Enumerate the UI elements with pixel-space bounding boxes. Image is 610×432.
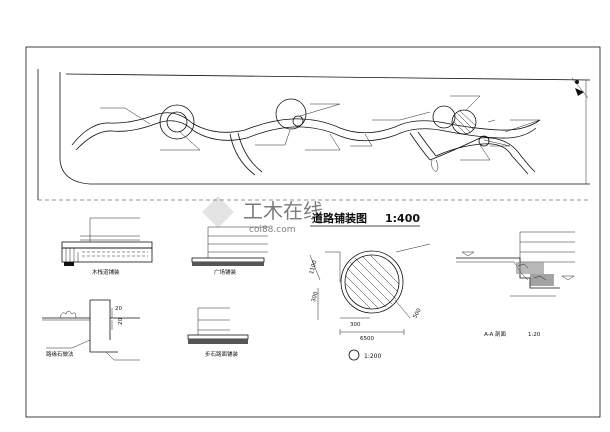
wood-deck <box>61 241 153 249</box>
stepping-base <box>188 339 248 344</box>
detail-wood-trestle: 木栈道铺装 <box>61 217 153 276</box>
circle-dim-bottom: 300 <box>350 322 361 328</box>
section-label: A-A 剖面 <box>484 330 507 338</box>
circle-caption-symbol <box>348 349 360 361</box>
section-level-mark-1 <box>461 251 475 257</box>
plant-icon <box>59 310 77 319</box>
wood-trestle-label: 木栈道铺装 <box>92 268 120 276</box>
section-scale: 1:20 <box>528 332 541 338</box>
plan-node-3 <box>432 105 456 129</box>
circle-dim-r2: 300 <box>311 291 320 303</box>
section-profile <box>456 257 560 289</box>
detail-curb: 20 20 路缘石做法 <box>42 299 140 361</box>
plan-view <box>37 69 591 201</box>
path-branch-2 <box>409 131 437 161</box>
plan-node-4 <box>451 109 477 135</box>
detail-section: A-A 剖面 1:20 <box>456 231 575 338</box>
circle-dim-total: 6500 <box>360 336 374 342</box>
path-branch-loop <box>431 159 439 173</box>
detail-plaza: 广场铺装 <box>191 226 268 276</box>
circle-caption-scale: 1:200 <box>364 353 381 360</box>
watermark-logo-icon <box>202 196 234 228</box>
path-edge-lower <box>75 120 537 151</box>
path-branch-3 <box>429 137 536 173</box>
circle-dim-r1: 1100 <box>309 259 319 275</box>
circle-outer <box>340 250 404 314</box>
detail-circle: 1100 300 300 500 6500 1:200 <box>309 243 431 361</box>
plan-title: 道路铺装图 <box>312 211 367 225</box>
watermark-text: 工木在线 <box>243 199 323 223</box>
watermark-subtext: coi88.com <box>249 225 296 235</box>
plan-scale: 1:400 <box>385 212 420 225</box>
plan-node-1-outer <box>159 104 195 140</box>
plan-inner-boundary <box>59 72 590 185</box>
detail-stepping: 步石路面铺装 <box>187 307 249 358</box>
plan-leaders <box>100 95 541 161</box>
stepping-label: 步石路面铺装 <box>205 350 239 358</box>
plan-node-4-hatch <box>452 110 477 135</box>
plaza-base <box>192 262 264 266</box>
plan-node-1-inner <box>166 111 188 133</box>
section-gravel <box>516 262 554 286</box>
circle-dim-diag: 500 <box>412 307 423 320</box>
north-arrow-icon <box>571 77 589 99</box>
curb-dim-side: 20 <box>118 318 124 325</box>
path-edge-upper <box>71 112 541 146</box>
plan-node-2-inner <box>292 115 304 127</box>
plaza-surface <box>191 257 265 263</box>
watermark: 工木在线 coi88.com <box>202 196 323 235</box>
curb-dim-top: 20 <box>115 306 122 312</box>
plaza-label: 广场铺装 <box>214 268 237 276</box>
curb-label: 路缘石做法 <box>46 350 74 358</box>
drawing-frame <box>25 46 601 418</box>
plan-top-boundary <box>65 73 591 81</box>
stepping-surface <box>187 334 249 340</box>
section-level-mark-2 <box>561 275 575 281</box>
path-branch-1 <box>229 132 263 176</box>
circle-hatch <box>345 254 400 309</box>
circle-inner <box>344 254 400 310</box>
wood-base <box>61 247 153 263</box>
